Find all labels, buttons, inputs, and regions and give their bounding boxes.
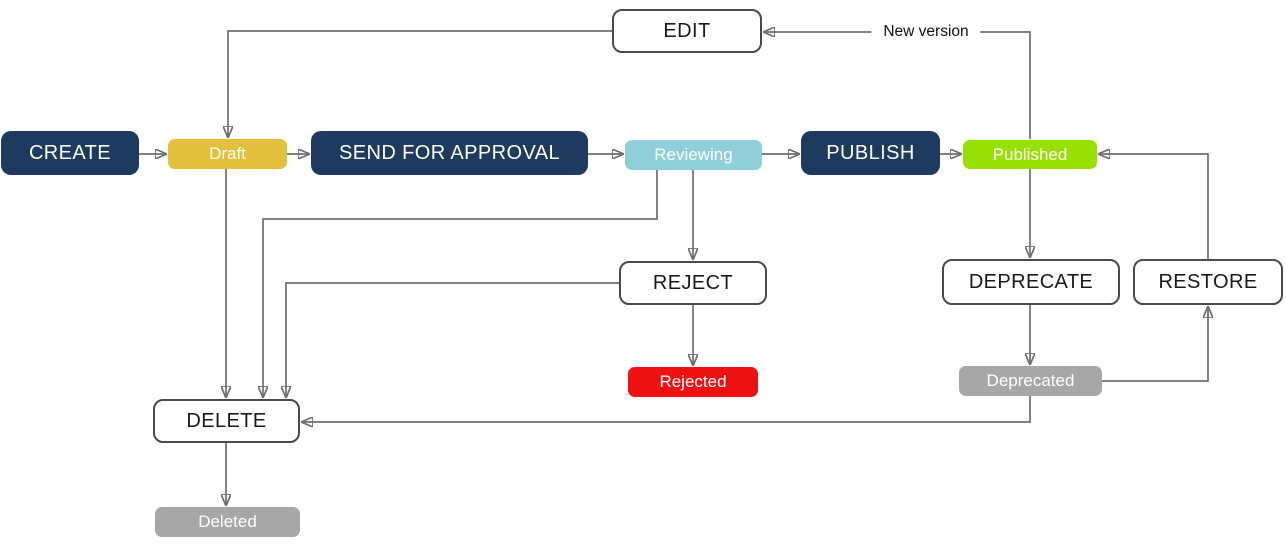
node-reject: REJECT [619, 261, 767, 305]
edge-label-new-version: New version [871, 23, 981, 41]
node-rejected: Rejected [628, 367, 758, 397]
edge-deprecated-restore [1102, 307, 1208, 382]
node-published: Published [963, 140, 1097, 169]
node-delete: DELETE [153, 399, 300, 443]
edge-published-edit [764, 32, 1031, 139]
node-restore: RESTORE [1133, 259, 1283, 305]
node-deprecated: Deprecated [959, 366, 1102, 396]
node-edit: EDIT [612, 9, 762, 53]
node-deleted: Deleted [155, 507, 300, 537]
node-reviewing: Reviewing [625, 140, 762, 170]
node-deprecate: DEPRECATE [942, 259, 1120, 305]
edge-edit-draft [228, 30, 612, 137]
edge-reject-delete [286, 282, 619, 397]
edge-restore-published [1099, 154, 1209, 259]
node-draft: Draft [168, 139, 287, 169]
node-send-for-approval: SEND FOR APPROVAL [311, 131, 588, 175]
node-publish: PUBLISH [801, 131, 940, 175]
node-create: CREATE [1, 131, 139, 175]
edge-reviewing-delete [263, 170, 658, 397]
edge-deprecated-delete [302, 396, 1031, 422]
